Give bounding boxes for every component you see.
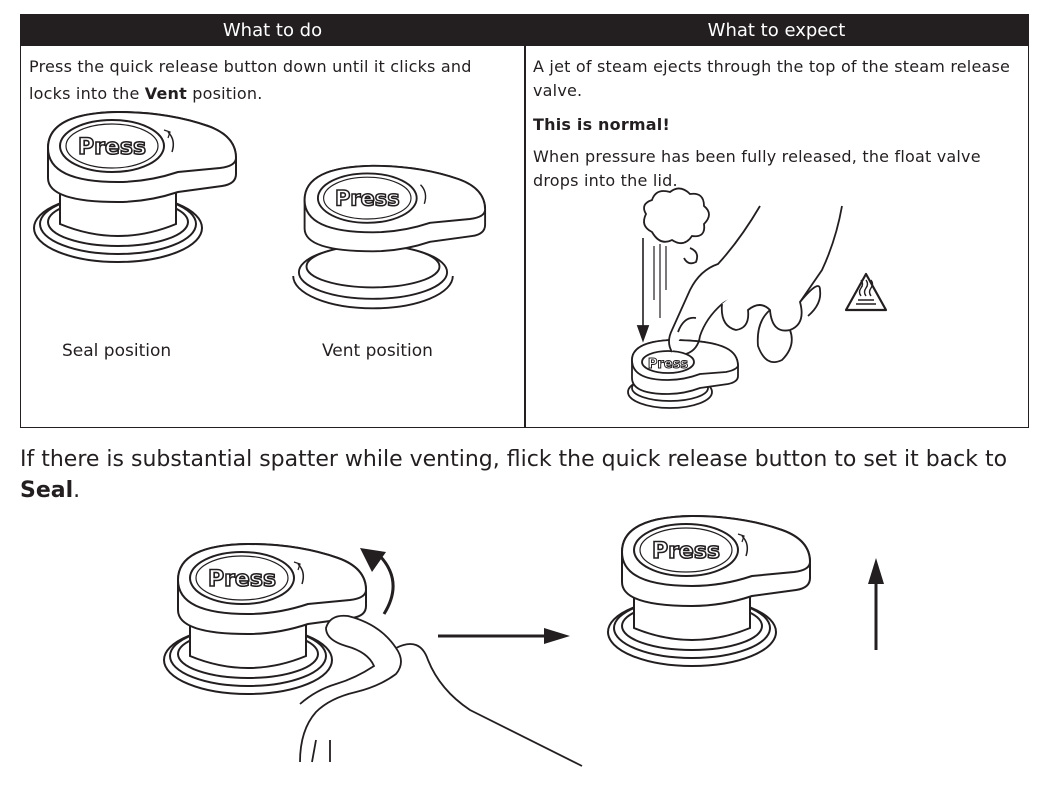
column-divider: [524, 15, 526, 427]
steam-release-illustration: Press: [627, 187, 843, 409]
vent-caption-rest: position: [360, 341, 433, 361]
arrow-up-icon: [868, 558, 884, 650]
vent-caption: Vent position: [322, 341, 433, 361]
header-what-to-do: What to do: [21, 15, 524, 46]
press-label-reset: Press: [652, 539, 720, 564]
flick-valve-illustration: Press: [163, 543, 367, 695]
press-label-flick: Press: [208, 567, 276, 592]
instruction-text: Press the quick release button down unti…: [29, 57, 472, 103]
reset-seal-valve-illustration: Press: [607, 515, 811, 667]
expect-paragraph-2: This is normal!: [533, 115, 670, 134]
seal-valve-illustration: Press: [33, 111, 237, 263]
note-text: If there is substantial spatter while ve…: [20, 447, 1008, 472]
seal-caption-rest: position: [98, 341, 172, 361]
expect-paragraph-1: A jet of steam ejects through the top of…: [533, 57, 1011, 100]
vent-valve-illustration: Press: [292, 164, 487, 310]
arrow-right-icon: [438, 628, 570, 644]
left-instruction: Press the quick release button down unti…: [29, 53, 509, 107]
expect-paragraph-3: When pressure has been fully released, t…: [533, 147, 981, 190]
hot-surface-warning-icon: [844, 272, 888, 312]
instruction-bold: Vent: [144, 84, 187, 103]
press-label-seal: Press: [78, 135, 146, 160]
press-label-small: Press: [648, 357, 688, 372]
instruction-text-end: position.: [187, 84, 263, 103]
header-what-to-expect: What to expect: [525, 15, 1028, 46]
vent-caption-bold: Vent: [322, 341, 361, 361]
flicking-hand: [299, 614, 583, 767]
seal-caption: Seal position: [62, 341, 171, 361]
instruction-table: What to do What to expect Press the quic…: [20, 14, 1029, 428]
press-label-vent: Press: [335, 187, 400, 211]
curved-arrow-icon: [360, 548, 395, 615]
note-text-end: .: [73, 478, 81, 503]
seal-caption-bold: Seal: [62, 341, 99, 361]
spatter-note: If there is substantial spatter while ve…: [20, 444, 1010, 506]
note-bold: Seal: [20, 478, 74, 503]
